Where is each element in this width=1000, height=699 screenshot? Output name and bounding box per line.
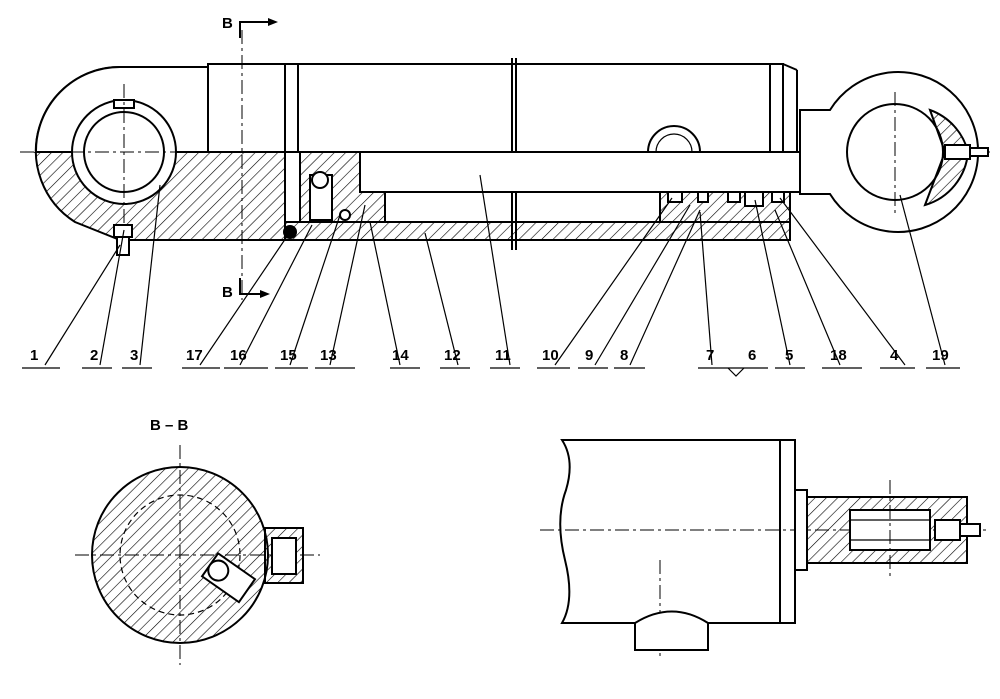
part-number-4: 4 xyxy=(890,347,899,364)
rear-clevis-eye xyxy=(20,65,990,256)
section-title: B – B xyxy=(150,417,189,434)
number-underlines xyxy=(22,367,960,377)
leader-lines xyxy=(44,174,946,366)
section-mark-top-letter: B xyxy=(222,15,233,32)
section-mark-top: B xyxy=(222,15,278,38)
part-number-13: 13 xyxy=(320,347,337,364)
piston-rod xyxy=(359,151,811,193)
part-number-labels: 1 2 3 17 16 15 13 14 12 11 10 9 8 7 6 5 … xyxy=(30,347,949,364)
detail-view xyxy=(540,439,990,660)
part-number-10: 10 xyxy=(542,347,559,364)
part-number-8: 8 xyxy=(620,347,628,364)
part-number-14: 14 xyxy=(392,347,409,364)
part-number-17: 17 xyxy=(186,347,203,364)
part-number-9: 9 xyxy=(585,347,593,364)
part-number-18: 18 xyxy=(830,347,847,364)
front-rod-eye xyxy=(799,71,989,233)
main-view: B B xyxy=(20,15,990,377)
section-mark-bottom: B xyxy=(222,278,270,301)
part-number-1: 1 xyxy=(30,347,38,364)
section-b-b-view: B – B xyxy=(75,417,320,665)
part-number-2: 2 xyxy=(90,347,98,364)
part-number-6: 6 xyxy=(748,347,756,364)
section-mark-bottom-letter: B xyxy=(222,284,233,301)
rod-gland xyxy=(659,191,791,223)
part-number-16: 16 xyxy=(230,347,247,364)
part-number-19: 19 xyxy=(932,347,949,364)
part-number-7: 7 xyxy=(706,347,714,364)
part-number-15: 15 xyxy=(280,347,297,364)
part-number-11: 11 xyxy=(495,347,511,364)
part-number-3: 3 xyxy=(130,347,138,364)
part-number-12: 12 xyxy=(444,347,461,364)
part-number-5: 5 xyxy=(785,347,793,364)
